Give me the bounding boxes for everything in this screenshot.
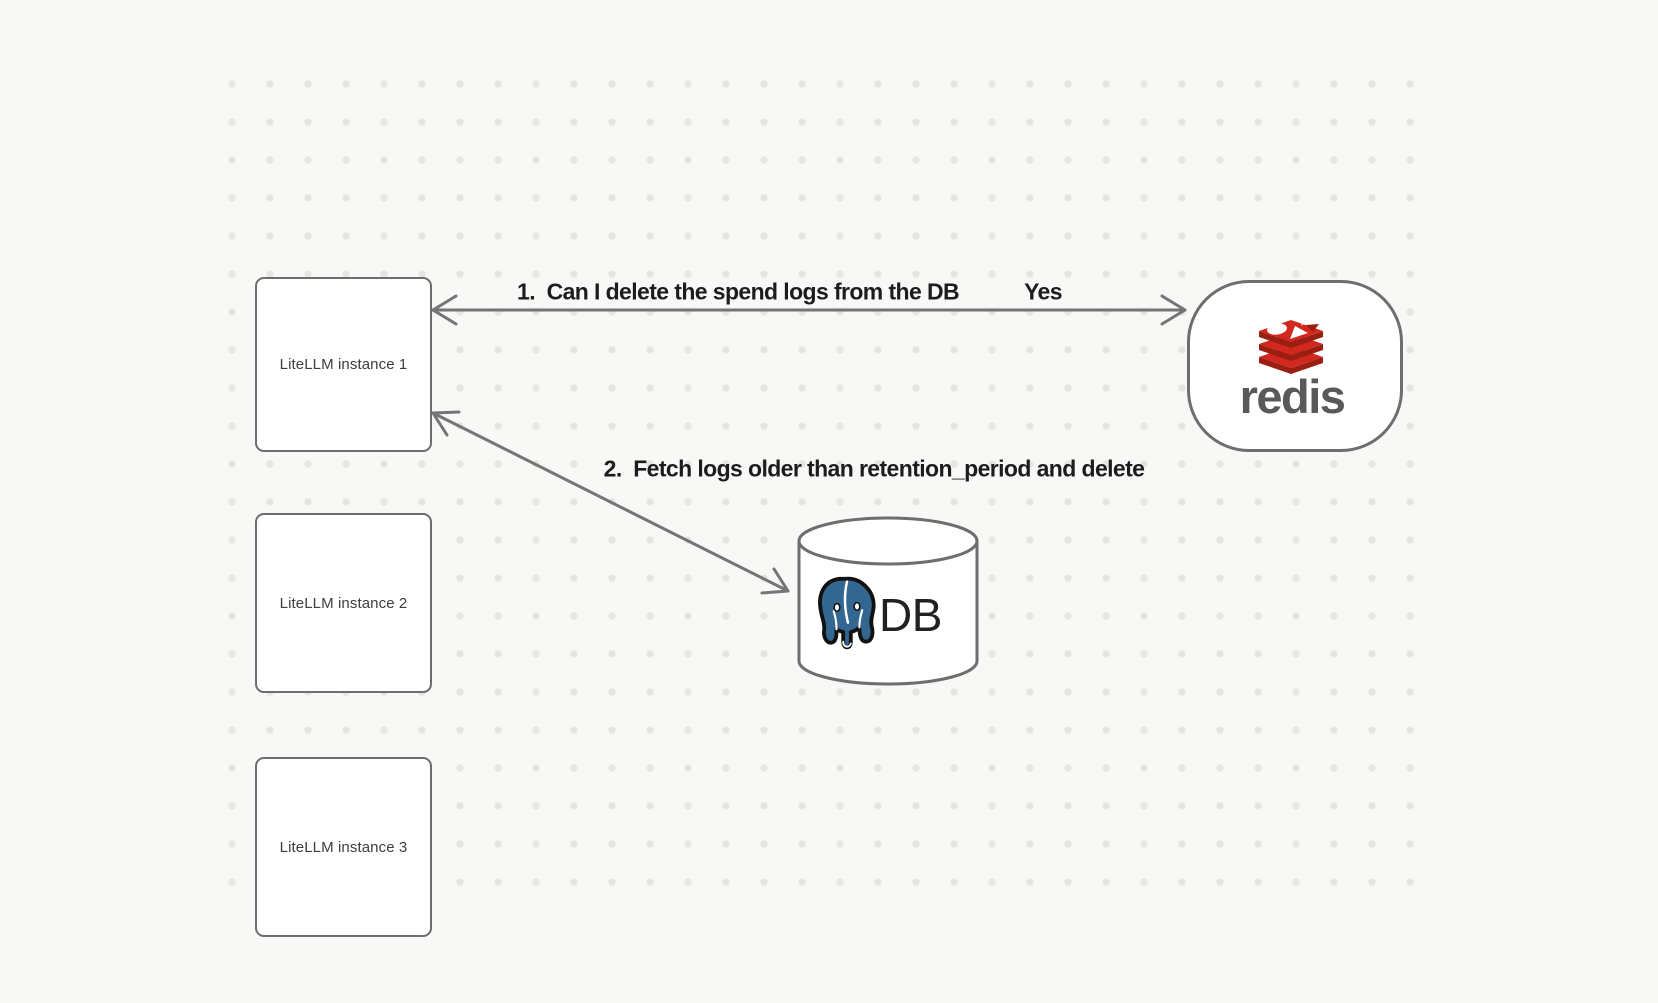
database-content: DB (809, 575, 969, 655)
redis-stack-icon (1259, 314, 1323, 374)
database-label: DB (879, 589, 942, 641)
arrow-1-label[interactable]: 1. Can I delete the spend logs from the … (517, 278, 960, 305)
node-litellm-instance-3-label: LiteLLM instance 3 (279, 838, 408, 856)
node-database[interactable]: DB (796, 515, 980, 687)
node-litellm-instance-1[interactable]: LiteLLM instance 1 (255, 277, 432, 452)
node-litellm-instance-2-label: LiteLLM instance 2 (279, 594, 408, 612)
arrow-2-label[interactable]: 2. Fetch logs older than retention_perio… (603, 455, 1145, 482)
node-litellm-instance-1-label: LiteLLM instance 1 (279, 356, 408, 373)
node-litellm-instance-2[interactable]: LiteLLM instance 2 (255, 513, 432, 693)
node-redis[interactable]: redis (1187, 280, 1403, 452)
postgresql-elephant-icon (818, 576, 876, 650)
database-cylinder-icon (797, 516, 979, 686)
redis-wordmark: redis (1239, 370, 1346, 423)
arrow-1-response-label[interactable]: Yes (1024, 278, 1062, 305)
node-litellm-instance-3[interactable]: LiteLLM instance 3 (255, 757, 432, 937)
